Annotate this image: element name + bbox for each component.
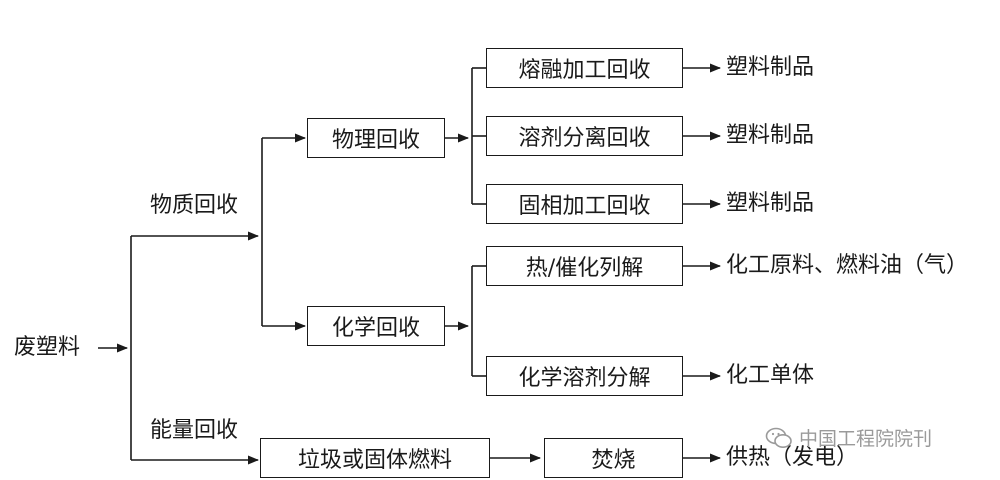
output-solid: 塑料制品 <box>726 191 815 216</box>
wechat-logo-icon <box>765 427 792 448</box>
output-chem-solvent: 化工单体 <box>726 363 815 388</box>
physical-recovery-box: 物理回收 <box>307 118 445 158</box>
melt-processing-box: 熔融加工回收 <box>486 48 683 88</box>
output-solvent: 塑料制品 <box>726 123 815 148</box>
watermark-text: 中国工程院院刊 <box>799 428 933 450</box>
garbage-fuel-box: 垃圾或固体燃料 <box>260 438 490 478</box>
output-melt: 塑料制品 <box>726 55 815 80</box>
solvent-separation-box: 溶剂分离回收 <box>486 116 683 156</box>
solid-phase-box: 固相加工回收 <box>486 184 683 224</box>
output-pyrolysis: 化工原料、燃料油（气） <box>726 253 969 278</box>
chemical-solvent-box: 化学溶剂分解 <box>486 356 683 396</box>
material-recovery-label: 物质回收 <box>150 193 239 218</box>
watermark: 中国工程院院刊 <box>765 424 932 451</box>
pyrolysis-box: 热/催化列解 <box>486 246 683 286</box>
root-label: 废塑料 <box>14 335 81 360</box>
incineration-box: 焚烧 <box>544 438 683 478</box>
energy-recovery-label: 能量回收 <box>150 418 239 443</box>
output-incineration: 供热（发电） <box>726 445 859 470</box>
chemical-recovery-box: 化学回收 <box>307 306 445 346</box>
